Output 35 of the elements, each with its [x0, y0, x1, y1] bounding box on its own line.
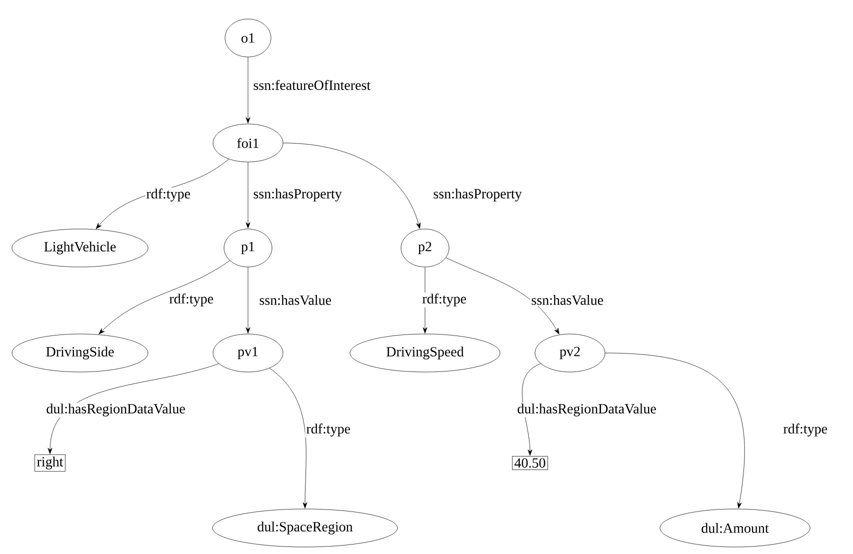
ellipse-node: DrivingSide	[12, 334, 148, 372]
arrow	[522, 363, 541, 456]
edge-label: ssn:hasProperty	[252, 188, 343, 202]
ellipse-node: pv1	[212, 334, 284, 372]
edge-label: ssn:hasValue	[530, 294, 605, 306]
arrow	[98, 260, 230, 334]
edge-label: ssn:featureOfInterest	[252, 78, 372, 92]
ellipse-node: dul:SpaceRegion	[212, 508, 398, 548]
arrow	[446, 258, 560, 334]
arrow	[246, 162, 250, 228]
arrow	[283, 142, 421, 229]
ellipse-node: p1	[224, 228, 272, 268]
edge-label: rdf:type	[145, 188, 192, 202]
ellipse-node: p2	[400, 228, 450, 268]
ellipse-node: LightVehicle	[12, 228, 148, 268]
edge-label: dul:hasRegionDataValue	[516, 402, 658, 418]
edge-label: ssn:hasValue	[258, 294, 333, 306]
arrow	[269, 368, 308, 508]
arrow	[246, 57, 250, 124]
edge-label: rdf:type	[305, 422, 352, 438]
ellipse-node: dul:Amount	[660, 508, 810, 548]
literal-box: right	[34, 454, 66, 472]
edge-label: rdf:type	[782, 422, 829, 438]
arrow	[48, 363, 219, 454]
edge-label: rdf:type	[168, 292, 215, 308]
ellipse-node: DrivingSpeed	[350, 334, 500, 372]
arrow	[605, 352, 745, 508]
ellipse-node: pv2	[534, 334, 606, 372]
arrow	[246, 267, 250, 334]
edge-label: ssn:hasProperty	[432, 188, 523, 202]
literal-box: 40.50	[512, 456, 548, 470]
edge-label: dul:hasRegionDataValue	[45, 402, 186, 418]
ellipse-node: foi1	[212, 124, 284, 162]
ellipse-node: o1	[224, 18, 272, 58]
edge-label: rdf:type	[421, 292, 468, 308]
